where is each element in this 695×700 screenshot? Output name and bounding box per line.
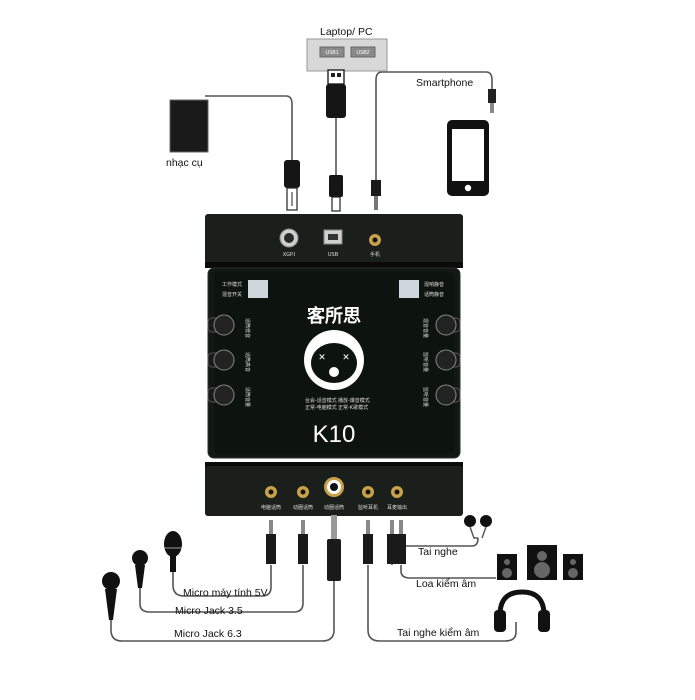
usb1-label: USB1 — [325, 50, 338, 56]
mic-5v-label: Micro máy tính 5V — [183, 587, 268, 599]
left-knob-label: 话筒音量 — [244, 387, 251, 407]
left-knob-label: 话筒高音 — [244, 352, 251, 372]
mix-volume-knob[interactable] — [435, 314, 457, 336]
bottom-port-label: 动圈话筒 — [293, 504, 313, 511]
mic-35-cable — [139, 565, 304, 613]
instrument-label: nhạc cụ — [166, 157, 203, 169]
jack-35-plug-icon — [387, 520, 397, 564]
smartphone-cable-end — [470, 71, 493, 90]
model-label: K10 — [313, 421, 356, 448]
right-knob-label: 混音音量 — [422, 318, 429, 338]
mic-volume-knob[interactable] — [213, 384, 235, 406]
left-switch-label: 工作模式 — [222, 281, 242, 288]
mascot-icon: ✕ ✕ — [304, 330, 364, 390]
top-port-label: XGP.I — [283, 252, 296, 258]
desktop-mic-icon — [164, 531, 182, 572]
mic-63-label: Micro Jack 6.3 — [174, 628, 242, 640]
right-knob-label: 监听音量 — [422, 387, 429, 407]
reverb-mute-switch[interactable] — [399, 280, 419, 298]
speaker-cable — [400, 565, 496, 579]
brand-logo: 客所思 — [307, 305, 361, 327]
handheld-mic-icon-2 — [102, 572, 120, 620]
smartphone-cable — [375, 71, 470, 180]
mic-5v-cable — [172, 565, 272, 597]
work-mode-switch[interactable] — [248, 280, 268, 298]
right-switch-label: 混响静音 — [424, 281, 444, 288]
bottom-port-label: 电脑话筒 — [261, 504, 281, 511]
center-text: 播放-爆音模式 — [338, 397, 370, 404]
center-text: 正常-电脑模式 — [305, 404, 337, 411]
monitor-headphones-icon — [494, 589, 550, 632]
top-port-label: 手机 — [370, 251, 380, 258]
jack-35-plug-icon — [363, 520, 373, 564]
jack-35-plug-icon — [298, 520, 308, 564]
mic-bass-knob[interactable] — [213, 314, 235, 336]
usb2-label: USB2 — [356, 50, 369, 56]
bottom-port-label: 监听耳机 — [358, 504, 378, 511]
left-knob-label: 话筒低音 — [244, 318, 251, 338]
monitor-volume-knob[interactable] — [435, 349, 457, 371]
instrument-icon — [169, 99, 209, 153]
phone-jack-plug-icon — [371, 180, 381, 210]
center-text: 正常-K歌模式 — [338, 404, 368, 411]
right-knobs: 混音音量 监听音量 监听音量 — [422, 314, 461, 407]
svg-text:✕: ✕ — [318, 353, 326, 363]
monitor-speakers-label: Loa kiểm âm — [416, 578, 477, 590]
earbuds-icon — [464, 515, 492, 539]
left-knobs: 话筒低音 话筒高音 话筒音量 — [207, 314, 251, 407]
instrument-cable — [205, 95, 293, 160]
bottom-port-label: 动圈话筒 — [324, 504, 344, 511]
smartphone-icon — [447, 120, 489, 196]
usb-a-plug-icon — [326, 69, 346, 118]
laptop-label: Laptop/ PC — [320, 26, 373, 38]
headphones-label: Tai nghe — [418, 546, 458, 558]
handheld-mic-icon — [132, 550, 148, 588]
bottom-jack-plugs — [266, 515, 406, 581]
monitor-headphones-label: Tai nghe kiểm âm — [397, 627, 480, 639]
device-top-panel: XGP.I USB 手机 — [205, 214, 463, 268]
right-knob-label: 监听音量 — [422, 352, 429, 372]
mic-treble-knob[interactable] — [213, 349, 235, 371]
jack-35-plug-icon — [396, 520, 406, 564]
bottom-port-label: 耳麦输出 — [387, 504, 407, 511]
monitor-volume-knob-2[interactable] — [435, 384, 457, 406]
usb-b-plug-icon — [329, 175, 343, 212]
monitor-headphones-cable — [367, 565, 517, 642]
laptop-usb-hub: USB1 USB2 — [306, 38, 388, 72]
smartphone-jack-icon — [488, 89, 496, 113]
jack-63-plug-icon — [327, 515, 341, 581]
jack-35-plug-icon — [266, 520, 276, 564]
device-bottom-panel: 电脑话筒 动圈话筒 动圈话筒 监听耳机 耳麦输出 — [205, 462, 463, 516]
svg-text:✕: ✕ — [342, 353, 350, 363]
left-switch-label: 混音开关 — [222, 291, 242, 298]
midi-plug-icon — [284, 160, 300, 211]
top-port-label: USB — [328, 252, 339, 258]
speakers-icon — [497, 545, 583, 580]
smartphone-label: Smartphone — [416, 77, 474, 89]
mic-63-cable — [110, 580, 335, 642]
right-switch-label: 话筒静音 — [424, 291, 444, 298]
center-text: 台会-话音模式 — [305, 397, 337, 404]
mic-35-label: Micro Jack 3.5 — [175, 605, 243, 617]
k10-device-face: 工作模式 混音开关 混响静音 话筒静音 客所思 ✕ ✕ 台会-话音模式 正常-电… — [207, 267, 461, 459]
